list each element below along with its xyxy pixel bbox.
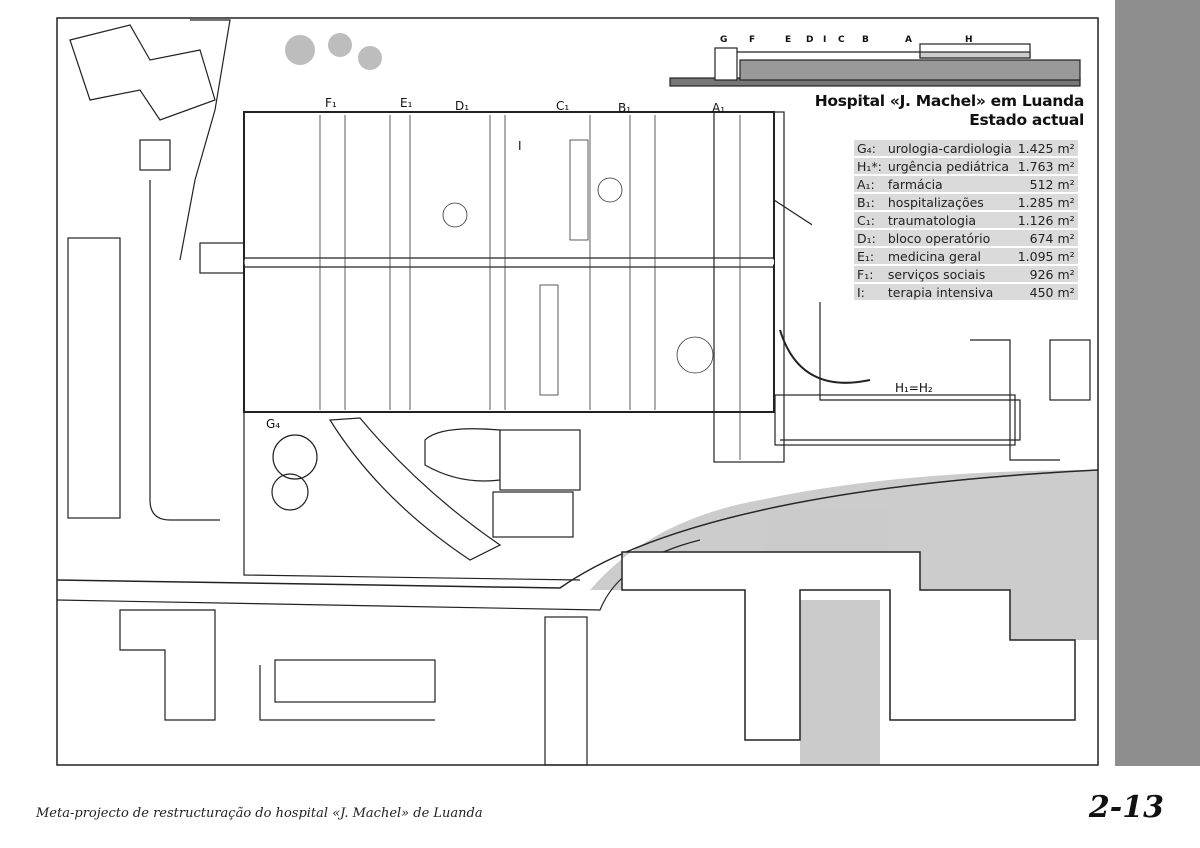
row-code: B₁:: [854, 194, 885, 210]
row-code: D₁:: [854, 230, 885, 246]
row-area: 450 m²: [1014, 284, 1078, 300]
row-name: urologia-cardiologia: [884, 140, 1015, 156]
legend-subtitle: Estado actual: [969, 111, 1084, 129]
row-code: F₁:: [854, 266, 885, 282]
plan-label-c1: C₁: [556, 99, 569, 113]
row-area: 512 m²: [1014, 176, 1078, 192]
row-area: 1.095 m²: [1014, 248, 1078, 264]
row-code: C₁:: [854, 212, 885, 228]
row-name: medicina geral: [884, 248, 1015, 264]
plan-label-i: I: [518, 139, 522, 153]
section-label: B: [862, 35, 869, 45]
section-label: D: [806, 35, 813, 45]
section-label: C: [838, 35, 845, 45]
row-name: terapia intensiva: [884, 284, 1015, 300]
row-area: 1.425 m²: [1014, 140, 1078, 156]
section-label: A: [905, 35, 912, 45]
section-label: E: [785, 35, 791, 45]
row-area: 674 m²: [1014, 230, 1078, 246]
plan-label-g4: G₄: [266, 417, 280, 431]
row-code: G₄:: [854, 140, 885, 156]
plan-label-a1: A₁: [712, 101, 725, 115]
legend-title: Hospital «J. Machel» em Luanda: [814, 92, 1085, 110]
row-area: 1.126 m²: [1014, 212, 1078, 228]
row-name: hospitalizações: [884, 194, 1015, 210]
plan-label-f1: F₁: [325, 96, 337, 110]
row-area: 926 m²: [1014, 266, 1078, 282]
row-code: I:: [854, 284, 885, 300]
figure-caption: Meta-projecto de restructuração do hospi…: [36, 806, 483, 821]
row-name: urgência pediátrica: [884, 158, 1015, 174]
plan-label-b1: B₁: [618, 101, 631, 115]
legend-panel: Hospital «J. Machel» em Luanda Estado ac…: [812, 92, 1084, 302]
row-area: 1.763 m²: [1014, 158, 1078, 174]
plan-label-h1-h2: H₁=H₂: [895, 381, 933, 395]
row-code: A₁:: [854, 176, 885, 192]
row-name: farmácia: [884, 176, 1015, 192]
page-number: 2-13: [1088, 790, 1164, 825]
plan-labels: F₁ E₁ D₁ C₁ B₁ A₁ I G₄ H₁=H₂: [266, 96, 933, 431]
plan-label-e1: E₁: [400, 96, 413, 110]
section-label: G: [720, 35, 727, 45]
row-code: E₁:: [854, 248, 885, 264]
section-label: I: [823, 35, 826, 45]
gray-side-band: [1115, 0, 1200, 766]
section-labels: G F E D I C B A H: [720, 35, 973, 45]
row-name: serviços sociais: [884, 266, 1015, 282]
plan-label-d1: D₁: [455, 99, 469, 113]
row-code: H₁*:: [854, 158, 885, 174]
section-elevation: [669, 43, 1081, 87]
row-name: traumatologia: [884, 212, 1015, 228]
section-label: H: [965, 35, 973, 45]
section-label: F: [749, 35, 755, 45]
row-area: 1.285 m²: [1014, 194, 1078, 210]
row-name: bloco operatório: [884, 230, 1015, 246]
